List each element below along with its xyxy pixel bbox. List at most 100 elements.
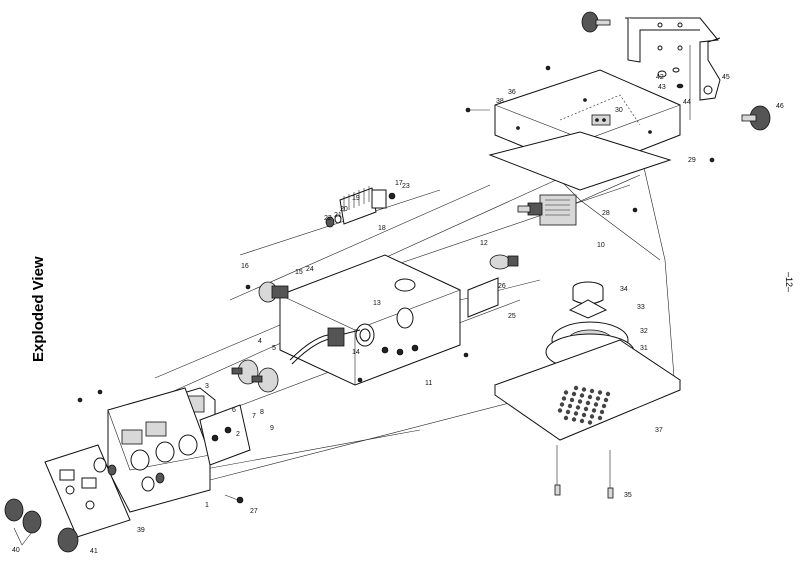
washer-42 (657, 67, 684, 89)
speaker-magnet-34 (572, 281, 604, 305)
grille-hole (581, 412, 587, 418)
knob-40 (4, 498, 42, 546)
antenna-connector (258, 281, 289, 303)
main-chassis (279, 254, 461, 386)
grille-hole (577, 399, 583, 404)
grille-hole (559, 402, 565, 407)
part-label: 32 (640, 328, 648, 335)
part-label: 27 (250, 508, 258, 515)
part-label: 15 (295, 269, 303, 276)
washers-20-21-22 (325, 214, 342, 228)
grille-hole (567, 403, 573, 409)
grille-hole (573, 411, 579, 416)
part-label: 3 (205, 383, 209, 390)
grille-hole (597, 415, 603, 421)
rotary-switch (517, 194, 577, 226)
grille-hole (563, 390, 569, 395)
cover-plate (488, 131, 672, 191)
part-label: 31 (640, 345, 648, 352)
grille-hole (587, 420, 593, 425)
part-label: 19 (352, 195, 360, 202)
knob-41 (57, 527, 79, 553)
part-label: 14 (352, 349, 360, 356)
front-bezel (107, 387, 211, 513)
part-label: 45 (722, 74, 730, 81)
grille-hole (571, 417, 577, 422)
part-label: 23 (402, 183, 410, 190)
part-label: 2 (236, 431, 240, 438)
grille-hole (589, 388, 595, 394)
part-number-labels: 1 2 3 4 5 6 7 8 9 10 11 12 13 14 15 16 1… (12, 74, 784, 555)
bracket-knob-46 (741, 105, 771, 131)
part-label: 37 (655, 427, 663, 434)
grille-hole (581, 387, 587, 392)
grille-hole (571, 391, 577, 397)
grille-hole (591, 408, 597, 413)
grille-hole (583, 406, 589, 412)
part-label: 16 (241, 263, 249, 270)
part-label: 5 (272, 345, 276, 352)
heatsink (339, 186, 377, 225)
part-label: 11 (425, 380, 432, 387)
grille-hole (587, 394, 593, 400)
circuit-board (199, 404, 251, 466)
grille-hole (595, 396, 601, 401)
screw-27 (224, 494, 244, 504)
mounting-bracket (625, 17, 721, 101)
faceplate (44, 444, 131, 538)
transistor-17 (371, 189, 396, 209)
part-label: 1 (205, 502, 209, 509)
grille-hole (579, 418, 585, 424)
part-label: 39 (137, 527, 145, 534)
grille-hole (597, 390, 603, 395)
speaker-grille-holes (557, 385, 611, 425)
part-label: 25 (508, 313, 516, 320)
grille-hole (601, 403, 607, 409)
part-label: 21 (334, 212, 342, 219)
grille-hole (563, 415, 569, 421)
part-label: 30 (615, 107, 623, 114)
part-label: 33 (637, 304, 645, 311)
grille-hole (565, 409, 571, 415)
grille-hole (573, 385, 579, 391)
grille-hole (589, 414, 595, 419)
part-label: 44 (683, 99, 691, 106)
part-label: 40 (12, 547, 20, 554)
grille-hole (585, 400, 591, 406)
part-label: 34 (620, 286, 628, 293)
part-label: 38 (496, 98, 504, 105)
part-label: 26 (498, 283, 506, 290)
grille-hole (605, 391, 611, 397)
screws-misc (77, 65, 715, 403)
panel-washers (93, 457, 165, 492)
part-label: 18 (378, 225, 386, 232)
part-label: 17 (395, 180, 403, 187)
diagram-title: Exploded View (30, 256, 47, 362)
part-label: 22 (324, 215, 332, 222)
grille-hole (603, 397, 609, 403)
potentiometers (231, 359, 279, 393)
part-label: 35 (624, 492, 632, 499)
part-label: 36 (508, 89, 516, 96)
bracket-knob-left (581, 11, 611, 33)
bracket-25 (467, 277, 499, 318)
grille-hole (593, 402, 599, 407)
screw-38 (465, 107, 490, 113)
grille-hole (561, 396, 567, 401)
part-label: 42 (656, 74, 664, 81)
part-label: 13 (373, 300, 381, 307)
grille-hole (557, 408, 563, 413)
part-label: 4 (258, 338, 262, 345)
grille-hole (599, 409, 605, 415)
part-label: 12 (480, 240, 488, 247)
speaker-clip-33 (568, 299, 608, 319)
cable-14 (289, 327, 361, 365)
part-label: 10 (597, 242, 605, 249)
part-label: 24 (306, 266, 314, 273)
part-label: 8 (260, 409, 264, 416)
grille-hole (569, 397, 575, 403)
part-label: 20 (340, 206, 348, 213)
grille-hole (575, 405, 581, 410)
jack-12 (489, 254, 519, 270)
